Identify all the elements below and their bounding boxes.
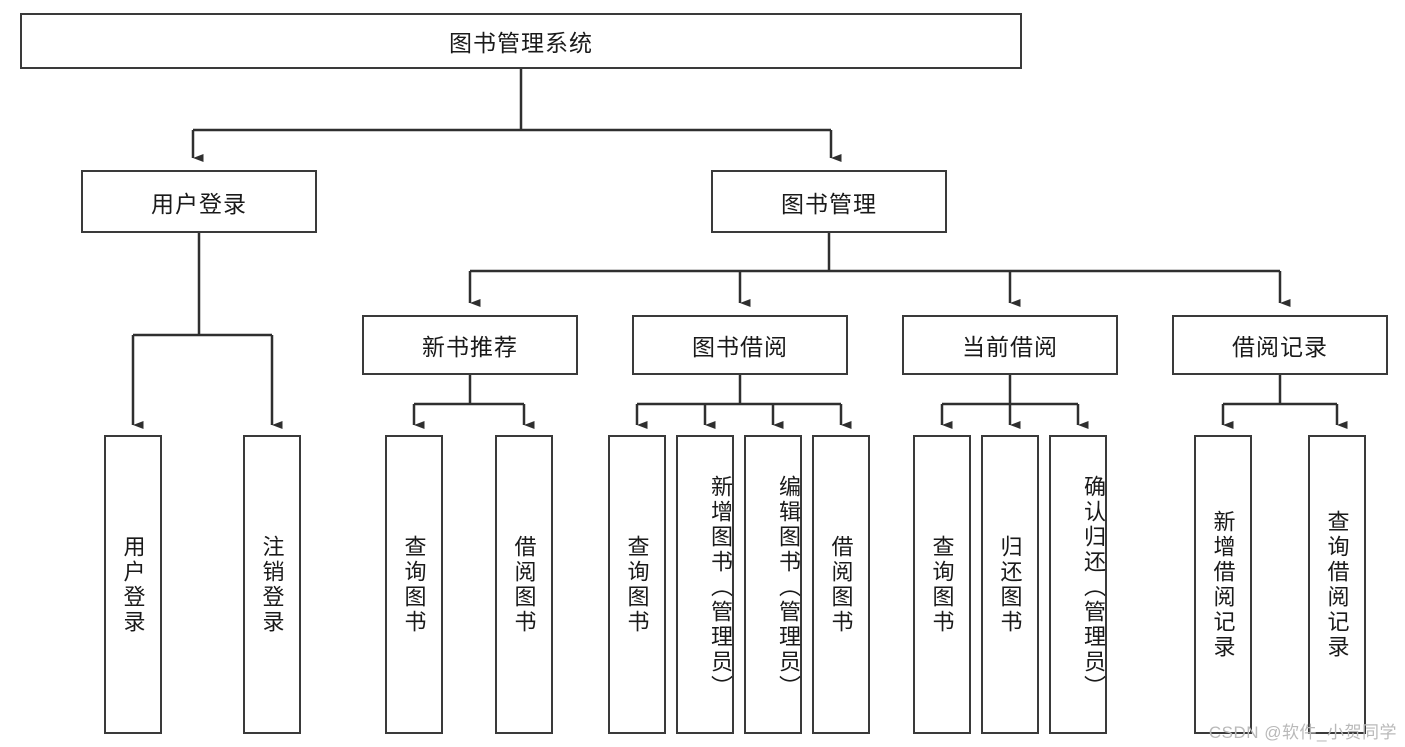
leaf-borrow-book-2-label: 借阅图书: [828, 534, 854, 635]
leaf-query-record-label: 查询借阅记录: [1324, 509, 1350, 660]
node-borrow-record[interactable]: 借阅记录: [1172, 315, 1388, 375]
leaf-query-book-3[interactable]: 查询图书: [913, 435, 971, 734]
leaf-edit-book[interactable]: 编辑图书（管理员）: [744, 435, 802, 734]
leaf-query-book-1[interactable]: 查询图书: [385, 435, 443, 734]
node-root[interactable]: 图书管理系统: [20, 13, 1022, 69]
leaf-edit-book-label: 编辑图书（管理员）: [776, 475, 801, 700]
leaf-query-book-3-label: 查询图书: [929, 534, 955, 635]
node-user-login[interactable]: 用户登录: [81, 170, 317, 233]
leaf-user-login-label: 用户登录: [120, 534, 146, 635]
leaf-confirm-return-label: 确认归还（管理员）: [1081, 475, 1106, 700]
leaf-query-book-1-label: 查询图书: [401, 534, 427, 635]
leaf-add-record-label: 新增借阅记录: [1210, 509, 1236, 660]
leaf-query-book-2-label: 查询图书: [624, 534, 650, 635]
node-book-borrow[interactable]: 图书借阅: [632, 315, 848, 375]
node-user-login-label: 用户登录: [151, 190, 247, 217]
node-new-book-rec-label: 新书推荐: [422, 334, 518, 360]
leaf-borrow-book-2[interactable]: 借阅图书: [812, 435, 870, 734]
node-book-manage-label: 图书管理: [781, 190, 877, 217]
leaf-user-logout-label: 注销登录: [259, 534, 285, 635]
leaf-borrow-book-1-label: 借阅图书: [511, 534, 537, 635]
leaf-add-record[interactable]: 新增借阅记录: [1194, 435, 1252, 734]
node-borrow-record-label: 借阅记录: [1232, 334, 1328, 360]
leaf-add-book[interactable]: 新增图书（管理员）: [676, 435, 734, 734]
node-new-book-rec[interactable]: 新书推荐: [362, 315, 578, 375]
leaf-user-login[interactable]: 用户登录: [104, 435, 162, 734]
leaf-user-logout[interactable]: 注销登录: [243, 435, 301, 734]
node-root-label: 图书管理系统: [449, 30, 593, 56]
watermark: CSDN @软件_小贺同学: [1208, 723, 1397, 742]
node-book-borrow-label: 图书借阅: [692, 334, 788, 360]
leaf-confirm-return[interactable]: 确认归还（管理员）: [1049, 435, 1107, 734]
leaf-add-book-label: 新增图书（管理员）: [708, 475, 733, 700]
leaf-query-record[interactable]: 查询借阅记录: [1308, 435, 1366, 734]
leaf-query-book-2[interactable]: 查询图书: [608, 435, 666, 734]
node-current-borrow-label: 当前借阅: [962, 334, 1058, 360]
leaf-borrow-book-1[interactable]: 借阅图书: [495, 435, 553, 734]
node-current-borrow[interactable]: 当前借阅: [902, 315, 1118, 375]
leaf-return-book[interactable]: 归还图书: [981, 435, 1039, 734]
leaf-return-book-label: 归还图书: [997, 534, 1023, 635]
node-book-manage[interactable]: 图书管理: [711, 170, 947, 233]
